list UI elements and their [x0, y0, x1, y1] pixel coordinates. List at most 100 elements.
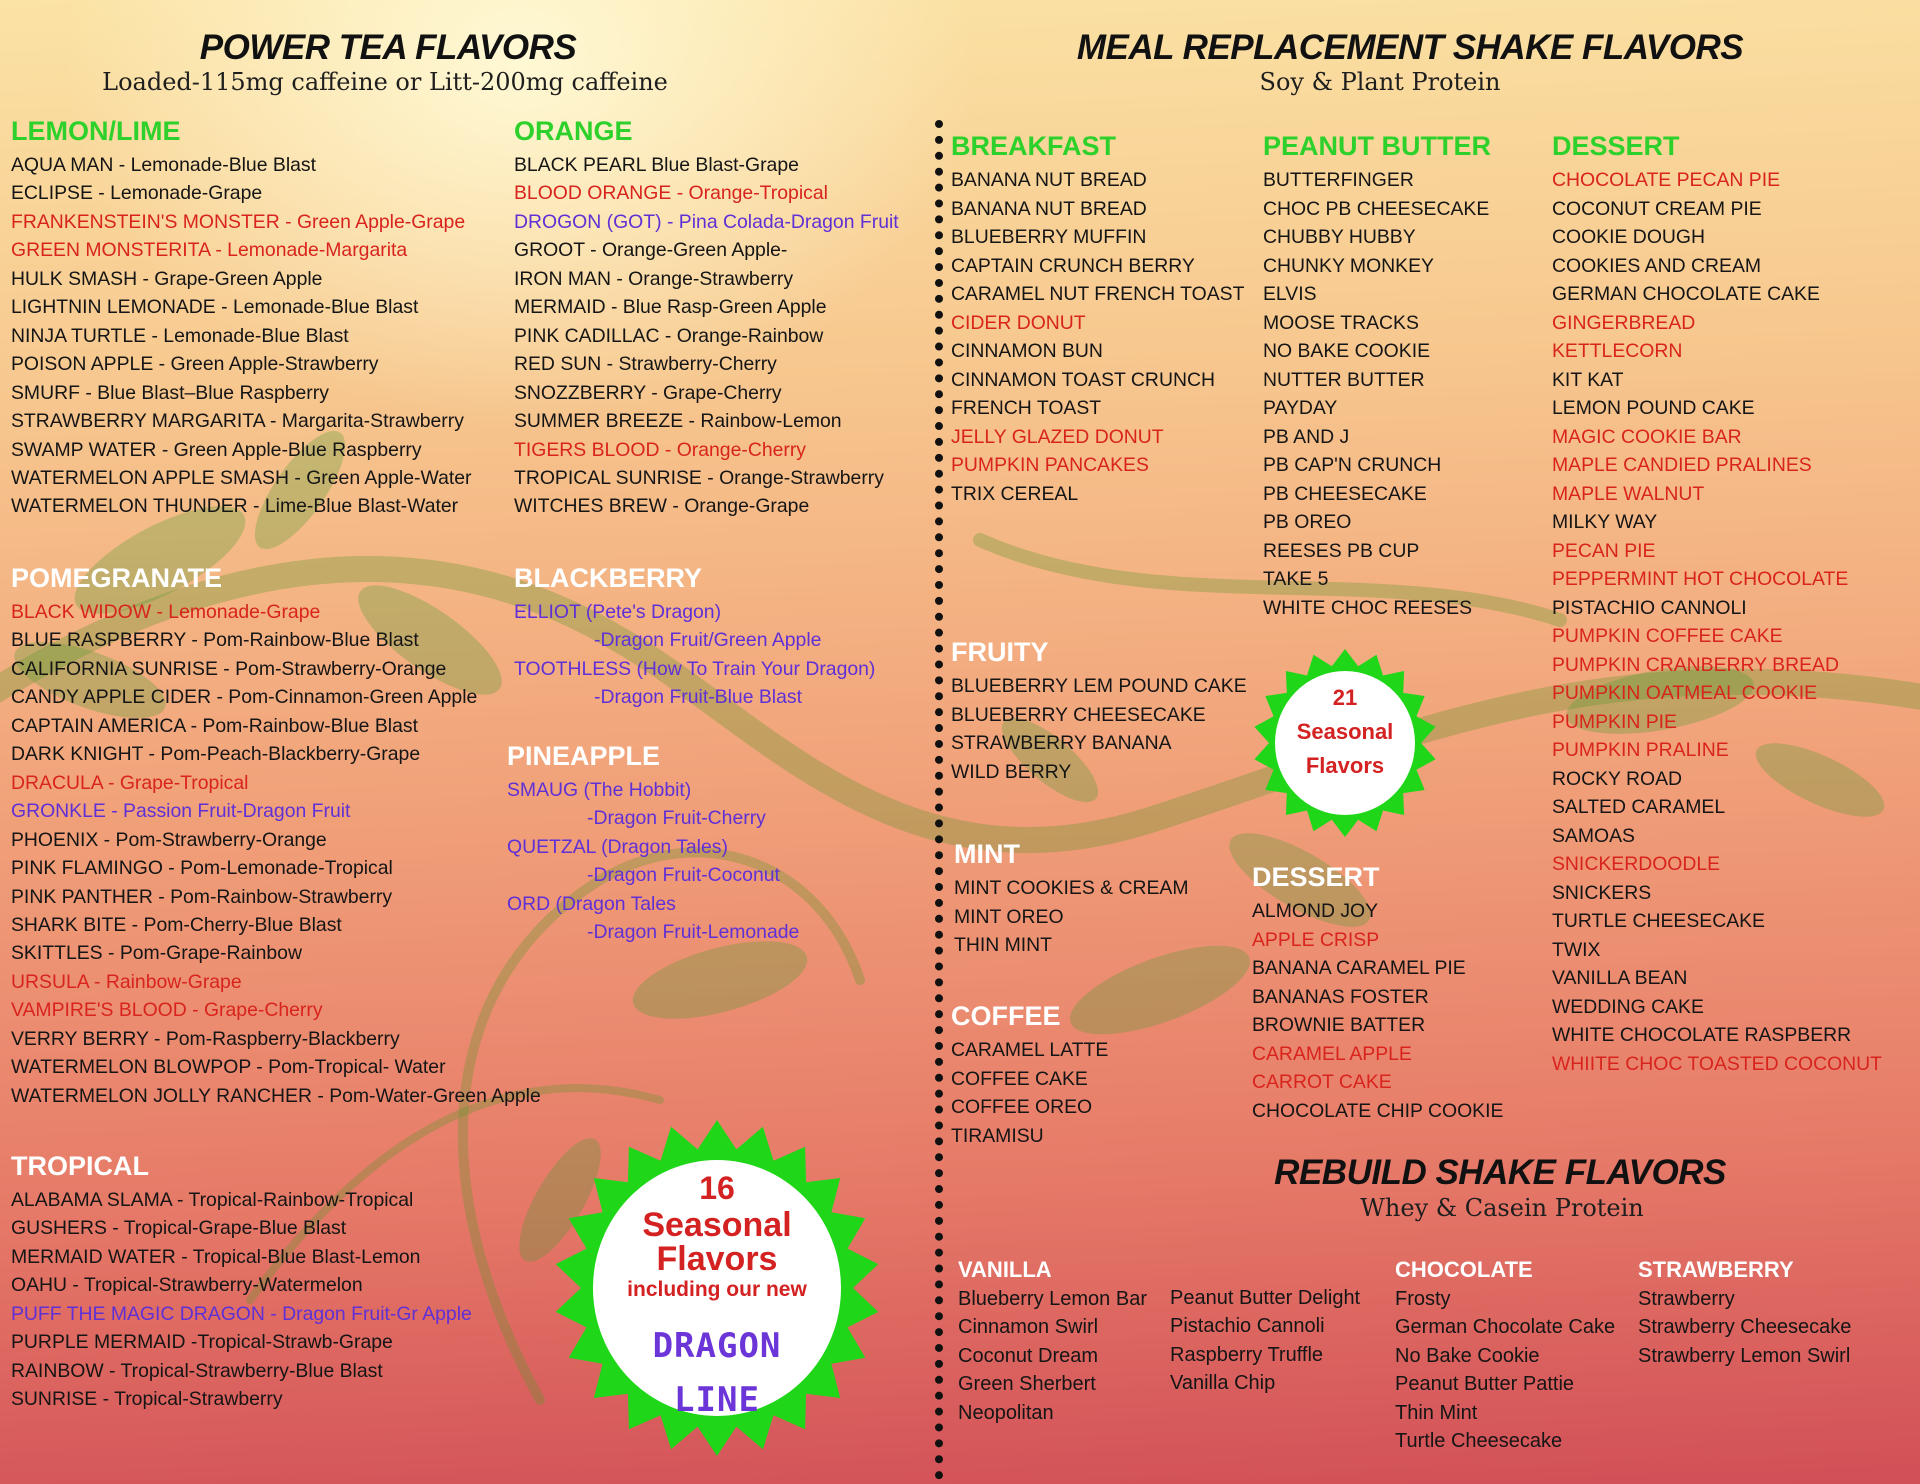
list-item: GINGERBREAD — [1552, 311, 1696, 334]
list-item: BANANAS FOSTER — [1252, 985, 1429, 1008]
list-item: CHOC PB CHEESECAKE — [1263, 197, 1490, 220]
list-item: IRON MAN - Orange-Strawberry — [514, 267, 794, 290]
pomegranate-section: POMEGRANATE BLACK WIDOW - Lemonade-Grape… — [11, 563, 541, 1110]
list-item: POISON APPLE - Green Apple-Strawberry — [11, 353, 379, 376]
list-item: SWAMP WATER - Green Apple-Blue Raspberry — [11, 438, 422, 461]
list-item: VAMPIRE'S BLOOD - Grape-Cherry — [11, 999, 323, 1022]
list-item: ROCKY ROAD — [1552, 767, 1683, 790]
orange-list: BLACK PEARL Blue Blast-Grape BLOOD ORANG… — [514, 151, 899, 521]
list-item: STRAWBERRY MARGARITA - Margarita-Strawbe… — [11, 410, 464, 433]
vanilla-section: VANILLA Blueberry Lemon Bar Cinnamon Swi… — [958, 1257, 1147, 1427]
list-item: GROOT - Orange-Green Apple- — [514, 239, 788, 262]
column-divider — [935, 120, 943, 1480]
mint-heading: MINT — [954, 839, 1020, 869]
list-item: GERMAN CHOCOLATE CAKE — [1552, 283, 1820, 305]
vanilla-list-col2: Peanut Butter Delight Pistachio Cannoli … — [1170, 1284, 1360, 1398]
list-item: MERMAID - Blue Rasp-Green Apple — [514, 296, 827, 319]
list-item: Peanut Butter Pattie — [1395, 1373, 1575, 1396]
meal-shake-subtitle: Soy & Plant Protein — [1259, 68, 1501, 96]
dessert-main-list: CHOCOLATE PECAN PIE COCONUT CREAM PIE CO… — [1552, 166, 1882, 1078]
fruity-section: FRUITY BLUEBERRY LEM POUND CAKE BLUEBERR… — [951, 637, 1247, 786]
list-item: OAHU - Tropical-Strawberry-Watermelon — [11, 1274, 363, 1297]
badge-count: 21 — [1332, 685, 1358, 710]
list-item: KETTLECORN — [1552, 340, 1683, 362]
list-item: MINT COOKIES & CREAM — [954, 877, 1189, 899]
list-item: Strawberry Cheesecake — [1638, 1316, 1852, 1339]
mint-list: MINT COOKIES & CREAM MINT OREO THIN MINT — [954, 874, 1189, 960]
pineapple-list: SMAUG (The Hobbit) -Dragon Fruit-Cherry … — [507, 776, 799, 947]
badge-count: 16 — [699, 1170, 735, 1206]
tropical-heading: TROPICAL — [11, 1151, 149, 1181]
list-item: -Dragon Fruit-Lemonade — [587, 921, 800, 944]
vanilla-section-col2: Peanut Butter Delight Pistachio Cannoli … — [1170, 1284, 1360, 1398]
list-item: SNICKERDOODLE — [1552, 853, 1721, 875]
list-item: WATERMELON JOLLY RANCHER - Pom-Water-Gre… — [11, 1084, 541, 1107]
lemon-lime-section: LEMON/LIME AQUA MAN - Lemonade-Blue Blas… — [11, 116, 471, 521]
list-item: TROPICAL SUNRISE - Orange-Strawberry — [514, 466, 884, 489]
list-item: URSULA - Rainbow-Grape — [11, 970, 242, 993]
peanut-butter-section: PEANUT BUTTER BUTTERFINGER CHOC PB CHEES… — [1263, 131, 1491, 622]
list-item: TRIX CEREAL — [951, 482, 1079, 505]
list-item: WITCHES BREW - Orange-Grape — [514, 495, 810, 518]
list-item: Coconut Dream — [958, 1344, 1099, 1367]
list-item: PAYDAY — [1263, 397, 1338, 419]
list-item: WEDDING CAKE — [1552, 995, 1704, 1018]
list-item: TOOTHLESS (How To Train Your Dragon) — [514, 657, 876, 680]
list-item: PINK FLAMINGO - Pom-Lemonade-Tropical — [11, 857, 393, 880]
list-item: HULK SMASH - Grape-Green Apple — [11, 267, 323, 290]
list-item: ELLIOT (Pete's Dragon) — [514, 601, 722, 623]
badge-dragon-text: DRAGON — [652, 1326, 782, 1366]
lemon-lime-list: AQUA MAN - Lemonade-Blue Blast ECLIPSE -… — [11, 151, 471, 521]
list-item: PURPLE MERMAID -Tropical-Strawb-Grape — [11, 1331, 393, 1354]
list-item: MAGIC COOKIE BAR — [1552, 425, 1742, 448]
list-item: BLUEBERRY LEM POUND CAKE — [951, 675, 1247, 697]
list-item: CINNAMON BUN — [951, 340, 1103, 362]
list-item: QUETZAL (Dragon Tales) — [507, 835, 728, 858]
list-item: GUSHERS - Tropical-Grape-Blue Blast — [11, 1217, 347, 1240]
list-item: SKITTLES - Pom-Grape-Rainbow — [11, 942, 302, 965]
list-item: PUMPKIN OATMEAL COOKIE — [1552, 682, 1818, 704]
power-tea-subtitle: Loaded-115mg caffeine or Litt-200mg caff… — [102, 68, 668, 96]
tropical-section: TROPICAL ALABAMA SLAMA - Tropical-Rainbo… — [11, 1151, 472, 1414]
list-item: Cinnamon Swirl — [958, 1316, 1099, 1339]
list-item: German Chocolate Cake — [1395, 1316, 1616, 1339]
list-item: PINK CADILLAC - Orange-Rainbow — [514, 324, 824, 347]
list-item: CARAMEL NUT FRENCH TOAST — [951, 283, 1245, 305]
list-item: CALIFORNIA SUNRISE - Pom-Strawberry-Oran… — [11, 657, 447, 680]
list-item: COOKIE DOUGH — [1552, 226, 1705, 248]
peanut-butter-list: BUTTERFINGER CHOC PB CHEESECAKE CHUBBY H… — [1263, 166, 1491, 622]
list-item: BANANA NUT BREAD — [951, 169, 1147, 191]
vanilla-list-col1: Blueberry Lemon Bar Cinnamon Swirl Cocon… — [958, 1285, 1147, 1427]
list-item: MAPLE CANDIED PRALINES — [1552, 454, 1812, 476]
breakfast-section: BREAKFAST BANANA NUT BREAD BANANA NUT BR… — [951, 131, 1244, 508]
list-item: STRAWBERRY BANANA — [951, 732, 1172, 754]
list-item: Vanilla Chip — [1170, 1372, 1276, 1395]
dessert-second-section: DESSERT ALMOND JOY APPLE CRISP BANANA CA… — [1252, 862, 1503, 1125]
list-item: Raspberry Truffle — [1170, 1343, 1324, 1366]
list-item: CIDER DONUT — [951, 311, 1086, 334]
dessert-main-heading: DESSERT — [1552, 131, 1680, 161]
mint-section: MINT MINT COOKIES & CREAM MINT OREO THIN… — [954, 839, 1189, 960]
list-item: PB CHEESECAKE — [1263, 482, 1427, 505]
list-item: WHITE CHOC REESES — [1263, 596, 1473, 619]
list-item: PEPPERMINT HOT CHOCOLATE — [1552, 568, 1849, 590]
breakfast-heading: BREAKFAST — [951, 131, 1117, 161]
list-item: CANDY APPLE CIDER - Pom-Cinnamon-Green A… — [11, 686, 478, 709]
fruity-list: BLUEBERRY LEM POUND CAKE BLUEBERRY CHEES… — [951, 672, 1247, 786]
list-item: WATERMELON APPLE SMASH - Green Apple-Wat… — [11, 466, 472, 489]
list-item: PUMPKIN PIE — [1552, 710, 1677, 733]
list-item: SUNRISE - Tropical-Strawberry — [11, 1388, 283, 1411]
list-item: PB CAP'N CRUNCH — [1263, 454, 1442, 476]
list-item: SAMOAS — [1552, 824, 1635, 847]
list-item: CAPTAIN CRUNCH BERRY — [951, 254, 1195, 277]
list-item: CARROT CAKE — [1252, 1071, 1392, 1093]
list-item: MOOSE TRACKS — [1263, 311, 1419, 334]
tropical-list: ALABAMA SLAMA - Tropical-Rainbow-Tropica… — [11, 1186, 472, 1414]
badge-line-seasonal: Seasonal — [1296, 719, 1394, 744]
list-item: NO BAKE COOKIE — [1263, 340, 1431, 362]
list-item: PUMPKIN PRALINE — [1552, 739, 1729, 761]
list-item: PUFF THE MAGIC DRAGON - Dragon Fruit-Gr … — [11, 1302, 472, 1325]
list-item: MILKY WAY — [1552, 511, 1658, 533]
list-item: COOKIES AND CREAM — [1552, 254, 1762, 277]
